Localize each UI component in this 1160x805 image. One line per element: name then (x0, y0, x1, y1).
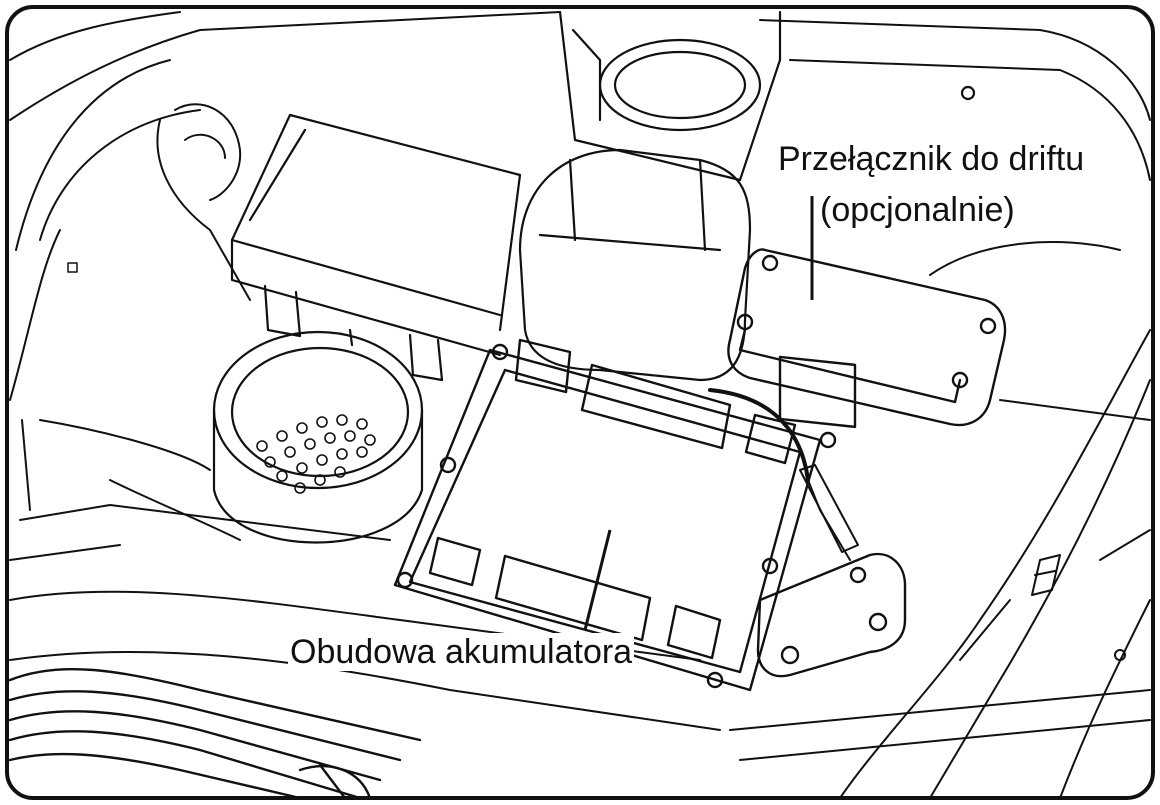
speaker-holes (256, 414, 376, 494)
drift-switch-label: Przełącznik do driftu (776, 140, 1087, 178)
electronics-box (230, 113, 522, 382)
battery-housing-label: Obudowa akumulatora (288, 633, 635, 671)
battery-leader-line (583, 529, 612, 631)
drift-switch-plate (727, 248, 1007, 429)
front-grille (8, 667, 422, 800)
speaker-cylinder (212, 330, 424, 544)
battery-housing-drawing (393, 338, 837, 692)
drift-switch-optional-label: (opcjonalnie) (818, 191, 1017, 229)
switch-wire (708, 388, 859, 561)
top-fan (558, 10, 976, 182)
drawing-frame (5, 5, 1155, 800)
right-latch (929, 241, 1151, 661)
body-shell (9, 11, 1151, 799)
connector-plate (756, 552, 907, 678)
left-well (21, 103, 251, 541)
